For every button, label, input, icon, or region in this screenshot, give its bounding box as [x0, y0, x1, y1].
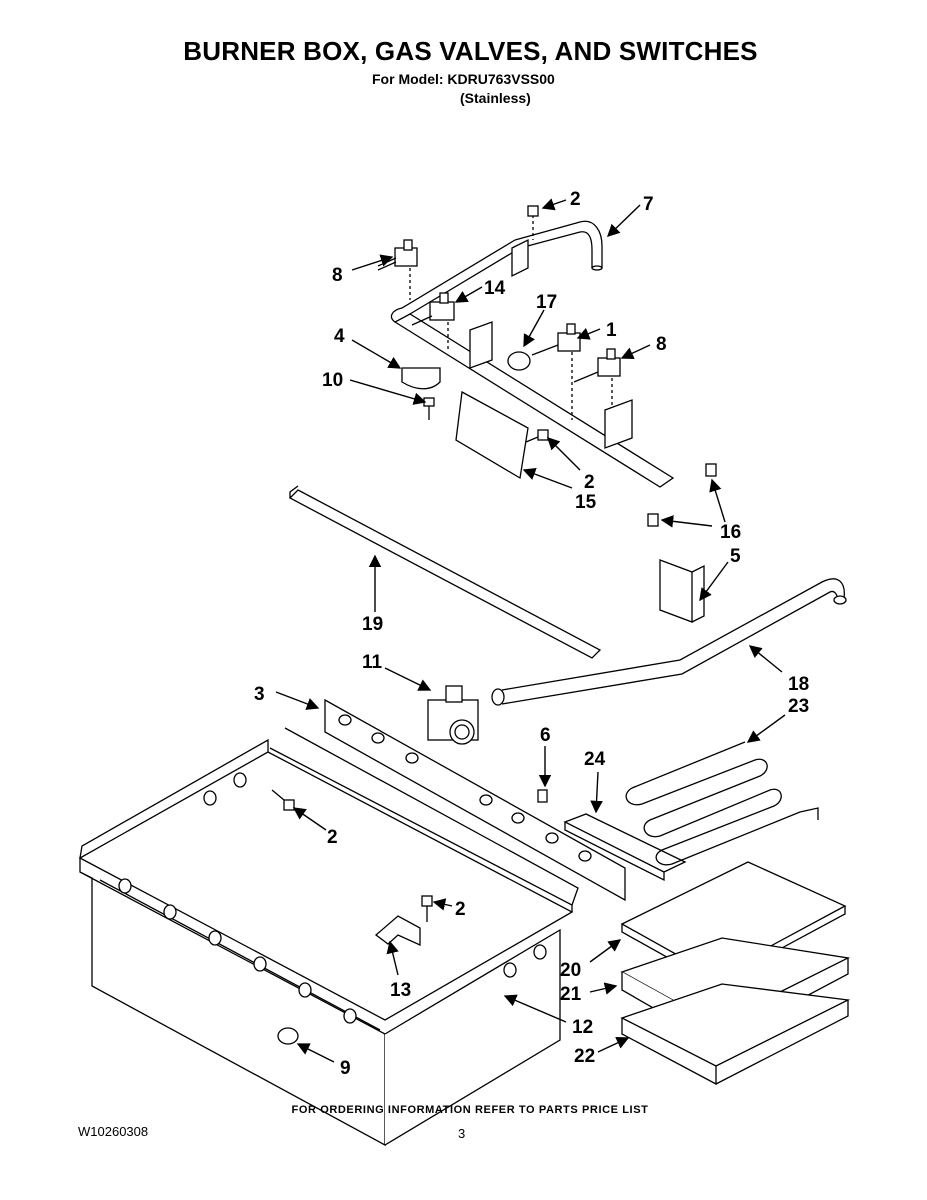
manifold-bracket-mid [469, 321, 493, 369]
gas-valve-right [573, 348, 621, 405]
callout-6: 6 [540, 725, 551, 746]
gas-valve-center-left [411, 292, 455, 352]
callout-10: 10 [322, 370, 343, 391]
bracket-screw [421, 895, 433, 922]
callout-14: 14 [484, 278, 506, 299]
callout-4: 4 [334, 326, 345, 347]
callout-3: 3 [254, 684, 265, 705]
washer-disk [507, 351, 531, 371]
callout-11: 11 [362, 652, 383, 673]
callout-8: 8 [656, 334, 667, 355]
gas-valve-top-left [377, 239, 418, 300]
leader-lines [275, 198, 786, 1063]
callout-20: 20 [560, 960, 581, 981]
heating-element [625, 741, 819, 866]
main-gas-pipe [491, 578, 847, 706]
pipe-clamp [401, 367, 441, 390]
callout-19: 19 [362, 614, 383, 635]
clamp-screw [423, 397, 435, 420]
page-number: 3 [458, 1126, 466, 1141]
callout-5: 5 [730, 546, 741, 567]
gas-valve-center-right [531, 323, 581, 420]
fitting-upper [705, 463, 717, 477]
callout-2: 2 [584, 472, 595, 493]
channel-item-24 [563, 813, 687, 882]
knob [277, 1027, 299, 1045]
callout-2: 2 [327, 827, 338, 848]
callout-17: 17 [536, 292, 557, 313]
callout-9: 9 [340, 1058, 351, 1079]
callout-18: 18 [788, 674, 809, 695]
callout-23: 23 [788, 696, 809, 717]
callout-12: 12 [572, 1017, 593, 1038]
model-line: For Model: KDRU763VSS00 [372, 71, 555, 87]
gas-regulator [427, 685, 479, 745]
callout-2: 2 [455, 899, 466, 920]
front-panel-strip [324, 698, 626, 902]
burner-box [78, 727, 579, 1147]
callout-21: 21 [560, 984, 582, 1005]
callout-15: 15 [575, 492, 597, 513]
callout-2: 2 [570, 189, 581, 210]
page-title: BURNER BOX, GAS VALVES, AND SWITCHES [183, 36, 758, 66]
callout-7: 7 [643, 194, 654, 215]
callout-22: 22 [574, 1046, 595, 1067]
mounting-plate [455, 390, 529, 480]
callout-16: 16 [720, 522, 741, 543]
callout-13: 13 [390, 980, 411, 1001]
long-channel-strip [288, 485, 602, 659]
callout-numbers: 2 7 8 14 17 1 8 4 10 2 15 16 5 19 11 18 … [254, 189, 809, 1079]
plate-item-22 [620, 983, 851, 1086]
callout-8: 8 [332, 265, 343, 286]
callout-24: 24 [584, 749, 606, 770]
small-fitting [537, 789, 548, 803]
manifold-bracket-right [604, 399, 633, 449]
plate-screw [525, 429, 549, 443]
document-id: W10260308 [78, 1124, 149, 1139]
box-screw [271, 789, 295, 811]
fitting-lower [647, 513, 659, 527]
manifold-bracket-top [511, 205, 539, 278]
manifold-pipe [390, 220, 675, 488]
finish-label: (Stainless) [460, 90, 531, 106]
callout-1: 1 [606, 320, 617, 341]
ordering-note: FOR ORDERING INFORMATION REFER TO PARTS … [291, 1104, 649, 1116]
bracket-item-5 [659, 559, 705, 623]
